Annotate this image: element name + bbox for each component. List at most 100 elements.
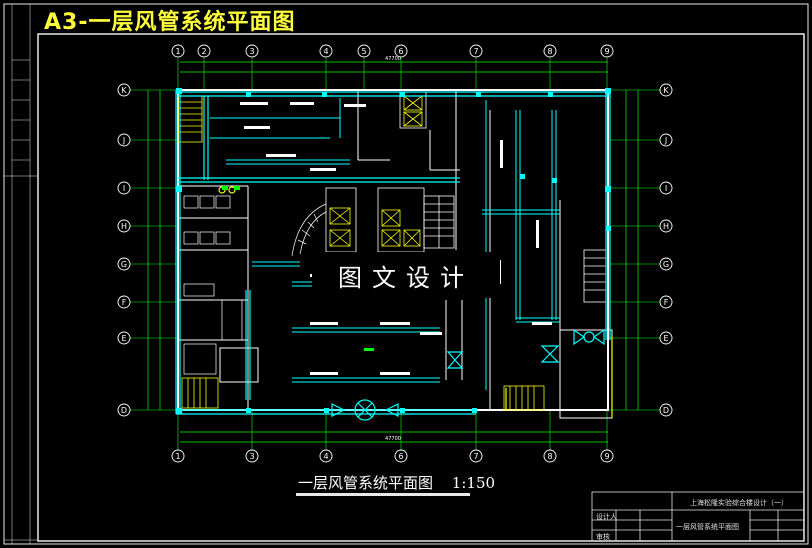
grid-bubble-left-I-label: I [123, 184, 125, 193]
grid-bubble-top-8: 8 [543, 44, 557, 58]
grid-bubble-top-2: 2 [197, 44, 211, 58]
grid-bubble-left-D: D [117, 403, 131, 417]
grid-bubble-bottom-4: 4 [319, 449, 333, 463]
elevator-top [399, 91, 427, 129]
grid-bubble-top-8-label: 8 [547, 47, 552, 56]
equipment-blocks [183, 195, 243, 375]
grid-lines [130, 58, 660, 450]
title-block [591, 491, 805, 542]
grid-bubble-left-H: H [117, 219, 131, 233]
exterior-walls [177, 89, 609, 411]
grid-bubble-left-D-label: D [121, 406, 127, 415]
elevator-core-left [325, 187, 357, 253]
grid-bubble-left-H-label: H [121, 222, 127, 231]
title-block-drawing-name: 一层风管系统平面图 [676, 523, 739, 531]
room-partitions [178, 90, 613, 419]
grid-bubble-left-E-label: E [121, 334, 126, 343]
grid-bubble-bottom-7: 7 [469, 449, 483, 463]
grid-bubble-left-E: E [117, 331, 131, 345]
grid-bubble-bottom-4-label: 4 [323, 452, 328, 461]
fan-units [331, 328, 605, 421]
dimension-lines [147, 61, 639, 443]
green-markers [222, 186, 374, 351]
sheet-title: A3-一层风管系统平面图 [44, 10, 296, 35]
grid-bubble-right-E-label: E [663, 334, 668, 343]
grid-bubble-top-2-label: 2 [201, 47, 206, 56]
duct-labels [240, 102, 552, 375]
grid-bubble-top-6: 6 [394, 44, 408, 58]
grid-bubble-top-7-label: 7 [473, 47, 478, 56]
grid-bubble-top-9-label: 9 [604, 47, 609, 56]
grid-bubble-top-3: 3 [245, 44, 259, 58]
curved-stair [291, 203, 327, 257]
grid-bubble-right-I-label: I [665, 184, 667, 193]
grid-bubble-top-5-label: 5 [361, 47, 366, 56]
duct-diffusers [176, 88, 611, 414]
caption-scale: 1:150 [451, 474, 496, 492]
grid-bubble-bottom-1-label: 1 [175, 452, 180, 461]
title-block-review-label: 审核 [596, 533, 610, 541]
watermark: 图文设计 [312, 252, 500, 298]
grid-bubble-left-G: G [117, 257, 131, 271]
grid-bubble-left-G-label: G [121, 260, 127, 269]
grid-bubble-right-D-label: D [663, 406, 669, 415]
grid-bubble-bottom-1: 1 [171, 449, 185, 463]
dimension-marks: 47700 47700 [385, 56, 401, 442]
grid-bubble-right-G: G [659, 257, 673, 271]
grid-bubble-bottom-3: 3 [245, 449, 259, 463]
grid-bubble-top-1-label: 1 [175, 47, 180, 56]
grid-bubble-right-I: I [659, 181, 673, 195]
left-binding-ticks [12, 59, 30, 161]
grid-bubble-bottom-8: 8 [543, 449, 557, 463]
grid-bubble-right-K-label: K [663, 86, 669, 95]
title-block-project: 上海松隆实验综合楼设计（一） [690, 499, 788, 507]
grid-bubble-right-F-label: F [664, 298, 669, 307]
grid-bubble-right-J: J [659, 133, 673, 147]
grid-bubble-bottom-6-label: 6 [398, 452, 403, 461]
grid-bubble-left-K: K [117, 83, 131, 97]
grid-bubble-left-K-label: K [121, 86, 127, 95]
caption-title: 一层风管系统平面图 [298, 474, 434, 492]
grid-bubble-right-H-label: H [663, 222, 669, 231]
stair-right [583, 249, 607, 303]
grid-bubble-bottom-8-label: 8 [547, 452, 552, 461]
grid-bubble-left-F: F [117, 295, 131, 309]
grid-bubble-right-D: D [659, 403, 673, 417]
grid-bubble-top-4-label: 4 [323, 47, 328, 56]
grid-bubble-right-G-label: G [663, 260, 669, 269]
grid-bubble-top-3-label: 3 [249, 47, 254, 56]
grid-bubble-bottom-3-label: 3 [249, 452, 254, 461]
grid-bubble-left-J-label: J [122, 136, 125, 145]
title-block-designer-label: 设计人 [596, 513, 617, 521]
grid-bubble-right-J-label: J [664, 136, 667, 145]
stair-bottom [181, 377, 545, 411]
stair-center [423, 195, 455, 249]
grid-bubble-top-1: 1 [171, 44, 185, 58]
grid-bubble-top-9: 9 [600, 44, 614, 58]
grid-bubble-left-J: J [117, 133, 131, 147]
grid-bubble-left-F-label: F [122, 298, 127, 307]
grid-bubble-top-7: 7 [469, 44, 483, 58]
yellow-accents [218, 186, 613, 418]
overall-dimension-bottom: 47700 [385, 436, 401, 442]
sheet-border [3, 3, 809, 545]
grid-bubble-bottom-9-label: 9 [604, 452, 609, 461]
grid-bubble-right-F: F [659, 295, 673, 309]
grid-bubble-bottom-7-label: 7 [473, 452, 478, 461]
grid-bubble-right-K: K [659, 83, 673, 97]
grid-bubble-left-I: I [117, 181, 131, 195]
elevator-core-right [377, 187, 425, 253]
grid-bubble-top-4: 4 [319, 44, 333, 58]
grid-bubble-bottom-6: 6 [394, 449, 408, 463]
caption-underline [296, 493, 470, 496]
overall-dimension-top: 47700 [385, 56, 401, 62]
stair-top-left [177, 95, 203, 143]
grid-bubble-bottom-9: 9 [600, 449, 614, 463]
grid-bubble-right-H: H [659, 219, 673, 233]
branch-ducts [210, 98, 560, 390]
drawing-caption: 一层风管系统平面图 1:150 [298, 472, 495, 493]
grid-bubble-right-E: E [659, 331, 673, 345]
grid-bubble-top-6-label: 6 [398, 47, 403, 56]
